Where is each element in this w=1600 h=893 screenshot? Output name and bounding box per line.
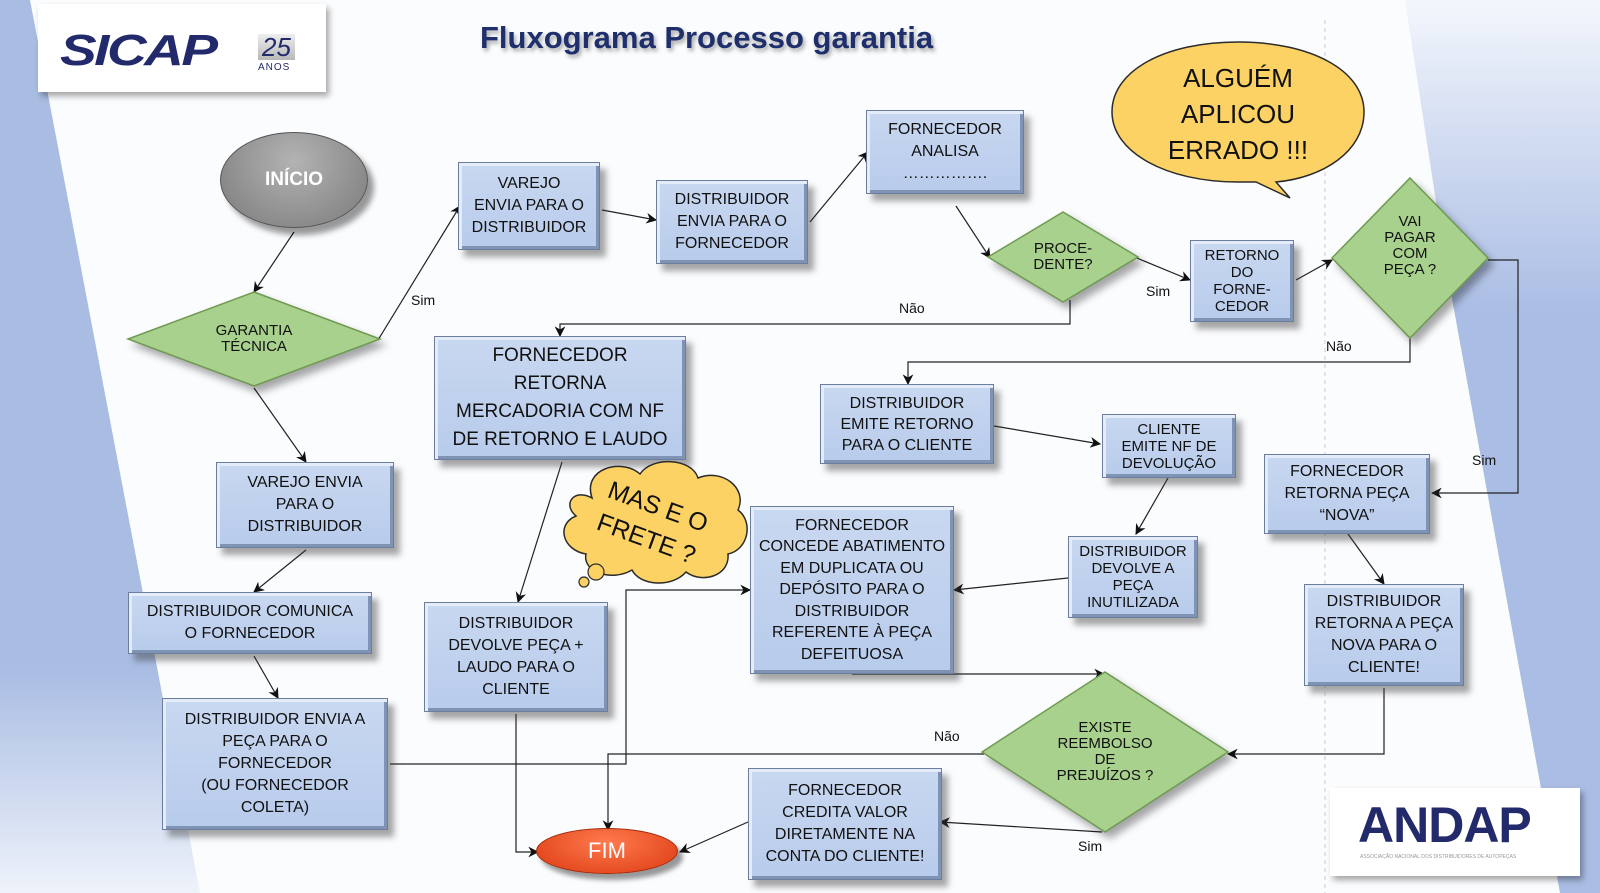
box-distribuidor-envia-peca[interactable]: DISTRIBUIDOR ENVIA A PEÇA PARA O FORNECE… [162,698,388,830]
andap-wordmark: ANDAP [1358,797,1532,853]
box-cliente-emite-nf[interactable]: CLIENTE EMITE NF DE DEVOLUÇÃO [1102,414,1236,478]
box-distribuidor-envia-fornecedor-label: DISTRIBUIDOR ENVIA PARA O FORNECEDOR [674,191,790,252]
edge-label-reembolso-nao: Não [934,728,960,744]
callout-mas-e-o-frete: MAS E O FRETE ? [552,458,752,588]
decision-vai-pagar-label: VAI PAGAR COM PEÇA ? [1383,213,1437,278]
edge-procedente-nao [554,300,1071,338]
decision-garantia-tecnica-label: GARANTIA TÉCNICA [215,322,293,355]
edge-emite-retorno-to-cliente-nf [993,425,1102,448]
box-distribuidor-devolve-inutilizada[interactable]: DISTRIBUIDOR DEVOLVE A PEÇA INUTILIZADA [1068,536,1198,618]
edge-label-procedente-nao: Não [899,300,925,316]
box-varejo-envia-top-label: VAREJO ENVIA PARA O DISTRIBUIDOR [471,175,587,236]
edge-analisa-to-procedente [955,205,991,259]
start-label: INÍCIO [264,169,324,190]
edge-varejo-top-to-distribuidor [601,209,658,224]
box-distribuidor-retorna-nova-label: DISTRIBUIDOR RETORNA A PEÇA NOVA PARA O … [1314,593,1454,676]
box-fornecedor-retorna-peca-nova[interactable]: FORNECEDOR RETORNA PEÇA “NOVA” [1264,454,1430,534]
box-fornecedor-analisa-label: FORNECEDOR ANALISA ……………. [888,121,1002,182]
sicap-wordmark: SICAP [60,26,218,75]
decision-existe-reembolso-label: EXISTE REEMBOLSO DE PREJUÍZOS ? [1056,719,1154,784]
edge-start-to-garantia [253,231,295,293]
edge-vai-pagar-sim [1430,259,1519,499]
edge-inutilizada-to-abatimento [952,577,1069,595]
box-distribuidor-emite-retorno[interactable]: DISTRIBUIDOR EMITE RETORNO PARA O CLIENT… [820,384,994,464]
edge-comunica-to-envia-peca [253,655,279,699]
box-fornecedor-retorna-peca-nova-label: FORNECEDOR RETORNA PEÇA “NOVA” [1284,463,1410,524]
andap-tagline: ASSOCIAÇÃO NACIONAL DOS DISTRIBUIDORES D… [1360,854,1517,860]
box-fornecedor-credita-label: FORNECEDOR CREDITA VALOR DIRETAMENTE NA … [765,782,925,865]
andap-logo: ANDAP ASSOCIAÇÃO NACIONAL DOS DISTRIBUID… [1330,788,1580,876]
box-fornecedor-retorna-mercadoria-label: FORNECEDOR RETORNA MERCADORIA COM NF DE … [452,345,668,450]
decision-vai-pagar-com-peca[interactable]: VAI PAGAR COM PEÇA ? [1330,176,1490,340]
start-node[interactable]: INÍCIO [220,132,368,228]
box-varejo-envia-left[interactable]: VAREJO ENVIA PARA O DISTRIBUIDOR [216,462,394,548]
edge-label-garantia-sim: Sim [411,292,436,308]
edge-devolve-laudo-to-fim [515,714,540,858]
edge-procedente-sim [1131,255,1191,282]
box-distribuidor-envia-fornecedor[interactable]: DISTRIBUIDOR ENVIA PARA O FORNECEDOR [656,180,808,264]
edge-reembolso-sim-to-credita [938,817,1103,833]
decision-existe-reembolso[interactable]: EXISTE REEMBOLSO DE PREJUÍZOS ? [980,671,1230,833]
box-fornecedor-credita[interactable]: FORNECEDOR CREDITA VALOR DIRETAMENTE NA … [748,768,942,880]
edge-varejo-left-to-comunica [253,549,307,593]
edge-peca-nova-to-retorna-nova [1347,533,1385,585]
box-fornecedor-concede-abatimento-label: FORNECEDOR CONCEDE ABATIMENTO EM DUPLICA… [758,516,946,663]
decision-garantia-tecnica[interactable]: GARANTIA TÉCNICA [125,291,383,387]
sicap-logo: SICAP 25 ANOS [38,4,326,92]
edge-garantia-to-varejo-top [377,205,461,341]
edge-distribuidor-to-fornecedor-analisa [809,151,869,223]
box-fornecedor-concede-abatimento[interactable]: FORNECEDOR CONCEDE ABATIMENTO EM DUPLICA… [750,506,954,674]
box-distribuidor-retorna-nova[interactable]: DISTRIBUIDOR RETORNA A PEÇA NOVA PARA O … [1304,584,1464,686]
box-varejo-envia-left-label: VAREJO ENVIA PARA O DISTRIBUIDOR [247,474,363,535]
box-distribuidor-comunica-label: DISTRIBUIDOR COMUNICA O FORNECEDOR [146,603,354,642]
box-distribuidor-emite-retorno-label: DISTRIBUIDOR EMITE RETORNO PARA O CLIENT… [840,394,974,454]
box-retorno-fornecedor-label: RETORNO DO FORNE- CEDOR [1204,247,1280,315]
box-fornecedor-analisa[interactable]: FORNECEDOR ANALISA ……………. [866,110,1024,194]
box-retorno-fornecedor[interactable]: RETORNO DO FORNE- CEDOR [1190,240,1294,322]
box-distribuidor-envia-peca-label: DISTRIBUIDOR ENVIA A PEÇA PARA O FORNECE… [184,711,366,816]
box-distribuidor-devolve-peca-laudo-label: DISTRIBUIDOR DEVOLVE PEÇA + LAUDO PARA O… [448,615,584,698]
edge-label-vai-pagar-nao: Não [1326,338,1352,354]
box-varejo-envia-top[interactable]: VAREJO ENVIA PARA O DISTRIBUIDOR [458,162,600,250]
box-fornecedor-retorna-mercadoria[interactable]: FORNECEDOR RETORNA MERCADORIA COM NF DE … [434,336,686,460]
edge-retorna-nova-to-reembolso [1226,688,1385,760]
sicap-25-badge: 25 [258,34,295,60]
edge-garantia-to-varejo-left [253,387,307,463]
callout-alguem-aplicou-text: ALGUÉM APLICOU ERRADO !!! [1167,63,1309,165]
left-background-band [0,0,200,893]
end-label: FIM [588,838,626,863]
edge-fornecedor-retorna-to-mercadoria [515,461,563,604]
edge-label-vai-pagar-sim: Sim [1472,452,1497,468]
edge-retorno-to-vai-pagar [1295,259,1333,281]
decision-procedente[interactable]: PROCE- DENTE? [986,211,1140,303]
page-title: Fluxograma Processo garantia [480,20,934,55]
edge-label-procedente-sim: Sim [1146,283,1171,299]
speech-bubble-icon [1111,41,1365,199]
edge-reembolso-nao-to-fim [602,753,984,832]
box-cliente-emite-nf-label: CLIENTE EMITE NF DE DEVOLUÇÃO [1121,420,1217,472]
edge-credita-to-fim [679,821,749,854]
edge-cliente-nf-to-devolve-inutilizada [1135,477,1169,535]
thought-cloud-icon [563,461,748,588]
sicap-anos-text: ANOS [258,62,291,73]
box-distribuidor-comunica[interactable]: DISTRIBUIDOR COMUNICA O FORNECEDOR [128,592,372,654]
box-distribuidor-devolve-peca-laudo[interactable]: DISTRIBUIDOR DEVOLVE PEÇA + LAUDO PARA O… [424,602,608,712]
end-node[interactable]: FIM [536,828,678,874]
edge-label-reembolso-sim: Sim [1078,838,1103,854]
decision-procedente-label: PROCE- DENTE? [1033,240,1093,273]
edge-envia-peca-to-abatimento [390,584,752,765]
box-distribuidor-devolve-inutilizada-label: DISTRIBUIDOR DEVOLVE A PEÇA INUTILIZADA [1079,543,1187,611]
edge-vai-pagar-nao [902,338,1411,386]
callout-alguem-aplicou: ALGUÉM APLICOU ERRADO !!! [1110,40,1366,200]
